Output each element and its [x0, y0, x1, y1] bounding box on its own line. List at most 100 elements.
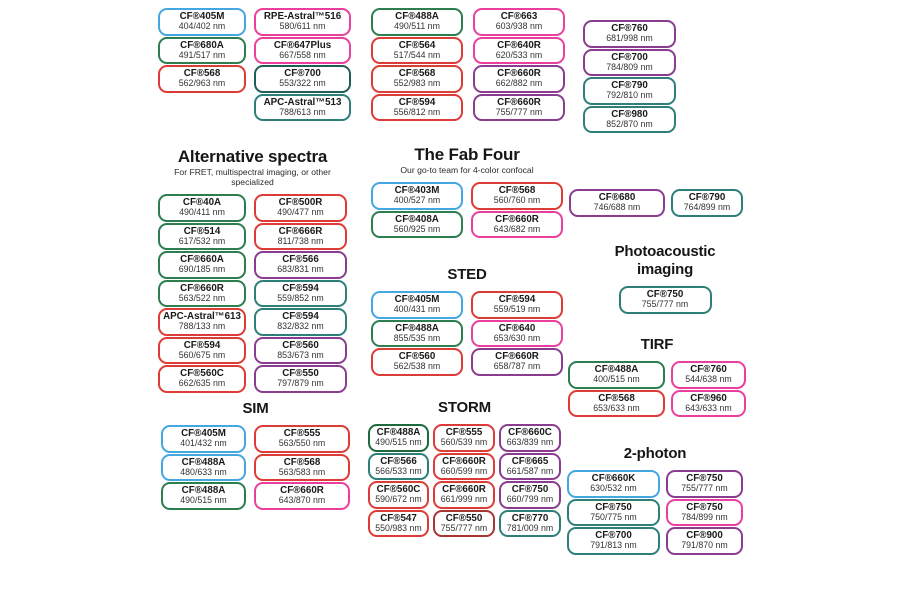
dye-name: CF®560C — [376, 484, 421, 495]
dye-wavelengths: 663/839 nm — [506, 437, 554, 447]
dye-wavelengths: 643/633 nm — [685, 402, 732, 413]
dye-wavelengths: 563/522 nm — [178, 292, 226, 303]
dye-wavelengths: 662/635 nm — [178, 378, 226, 388]
dye-wavelengths: 755/777 nm — [641, 299, 689, 309]
dye-wavelengths: 490/411 nm — [179, 207, 225, 217]
dye-wavelengths: 853/673 nm — [277, 349, 324, 360]
dye-name: CF®750 — [511, 484, 549, 495]
dye-name: CF®594 — [183, 339, 221, 351]
dye-name: CF®700 — [611, 51, 648, 63]
dye-wavelengths: 653/633 nm — [593, 402, 640, 413]
section-subtitle: For FRET, multispectral imaging, or othe… — [174, 167, 331, 187]
dye-name: APC-Astral™613 — [163, 311, 241, 322]
dye-wavelengths: 661/587 nm — [506, 465, 554, 476]
dye-name: CF®760 — [690, 364, 727, 375]
dye-wavelengths: 630/532 nm — [590, 483, 637, 493]
dye-name: CF®514 — [183, 225, 221, 237]
dye-name: CF®488A — [594, 364, 639, 375]
dye-wavelengths: 517/544 nm — [393, 49, 441, 60]
section-header: SIM — [161, 400, 350, 418]
dye-wavelengths: 784/899 nm — [681, 511, 728, 522]
dye-name: CF®640R — [497, 39, 541, 51]
dye-name: CF®560 — [398, 351, 436, 362]
dye-name: CF®680A — [180, 39, 224, 51]
dye-wavelengths: 653/630 nm — [493, 332, 541, 343]
dye-wavelengths: 791/813 nm — [590, 540, 637, 550]
dye-name: CF®790 — [688, 192, 726, 203]
dye-wavelengths: 490/511 nm — [394, 21, 440, 31]
section-title: Alternative spectra — [177, 147, 328, 166]
dye-wavelengths: 563/583 nm — [278, 466, 326, 477]
dye-name: CF®488A — [181, 456, 226, 468]
section-header: 2-photon — [567, 445, 743, 463]
dye-name: CF®660R — [180, 282, 224, 294]
dye-wavelengths: 792/810 nm — [606, 90, 653, 100]
dye-name: CF®750 — [686, 501, 723, 513]
dye-wavelengths: 781/009 nm — [506, 522, 554, 533]
dye-wavelengths: 620/533 nm — [495, 49, 543, 60]
dye-name: CF®488A — [181, 485, 226, 496]
dye-name: CF®680 — [598, 192, 636, 203]
dye-name: CF®40A — [182, 197, 222, 208]
dye-name: CF®666R — [278, 225, 323, 237]
dye-name: CF®568 — [183, 68, 221, 79]
section-header: STED — [371, 266, 563, 284]
dye-wavelengths: 559/519 nm — [493, 304, 541, 314]
section-title: STED — [447, 266, 487, 283]
dye-name: CF®660A — [180, 254, 224, 265]
dye-wavelengths: 746/688 nm — [593, 202, 641, 212]
